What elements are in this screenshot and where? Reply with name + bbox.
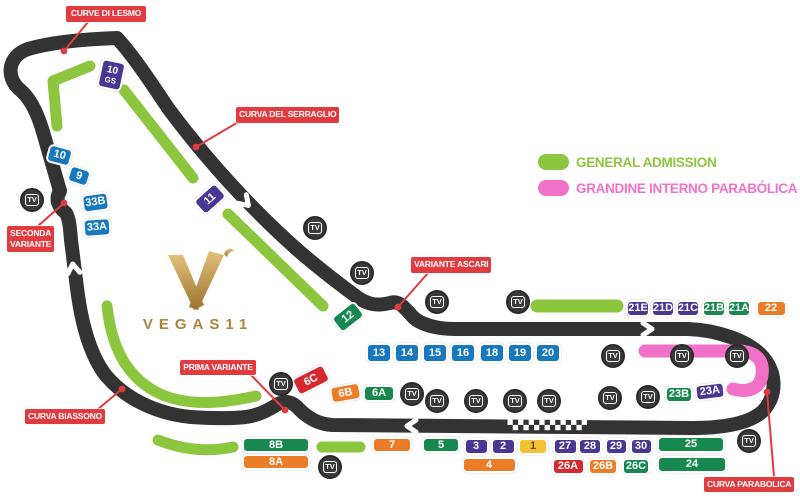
section-26b[interactable]: 26B bbox=[588, 457, 618, 475]
section-24[interactable]: 24 bbox=[657, 455, 727, 473]
tv-camera-icon: TV bbox=[601, 344, 625, 368]
tv-camera-icon: TV bbox=[725, 344, 749, 368]
section-6a[interactable]: 6A bbox=[363, 384, 395, 402]
ga-band-bottom-left bbox=[152, 434, 239, 456]
section-19[interactable]: 19 bbox=[507, 343, 533, 363]
tv-camera-icon: TV bbox=[598, 386, 622, 410]
ga-band-lesmo bbox=[47, 60, 96, 132]
section-22[interactable]: 22 bbox=[755, 299, 787, 317]
variante-ascari-label: VARIANTE ASCARI bbox=[411, 257, 492, 273]
tv-camera-icon: TV bbox=[503, 389, 527, 413]
tv-camera-icon: TV bbox=[506, 290, 530, 314]
section-21c[interactable]: 21C bbox=[676, 299, 700, 317]
section-28[interactable]: 28 bbox=[578, 437, 602, 455]
tv-camera-icon: TV bbox=[636, 385, 660, 409]
general-admission-bands bbox=[47, 60, 624, 456]
tv-camera-icon: TV bbox=[303, 216, 327, 240]
tv-camera-icon: TV bbox=[350, 261, 374, 285]
section-16[interactable]: 16 bbox=[450, 343, 476, 363]
section-3[interactable]: 3 bbox=[463, 437, 489, 455]
direction-arrow bbox=[404, 417, 419, 435]
legend-item-1: GRANDINE INTERNO PARABÓLICA bbox=[538, 175, 797, 201]
direction-arrow bbox=[235, 192, 251, 208]
tv-camera-icon: TV bbox=[20, 188, 44, 212]
direction-arrows bbox=[65, 192, 655, 435]
section-27[interactable]: 27 bbox=[552, 437, 578, 455]
legend: GENERAL ADMISSION GRANDINE INTERNO PARABÓ… bbox=[538, 149, 797, 201]
curve-di-lesmo-label: CURVE DI LESMO bbox=[66, 6, 146, 22]
section-14[interactable]: 14 bbox=[394, 343, 420, 363]
tv-camera-icon: TV bbox=[537, 389, 561, 413]
section-21e[interactable]: 21E bbox=[626, 299, 650, 317]
legend-label: GRANDINE INTERNO PARABÓLICA bbox=[576, 180, 798, 196]
start-finish-line bbox=[507, 419, 587, 431]
section-8a[interactable]: 8A bbox=[242, 454, 310, 470]
section-15[interactable]: 15 bbox=[422, 343, 448, 363]
corner-label-leaders bbox=[37, 21, 775, 478]
curva-biassono-label: CURVA BIASSONO bbox=[25, 409, 106, 424]
tv-camera-icon: TV bbox=[425, 290, 449, 314]
curva-parabolica-label: CURVA PARABOLICA bbox=[704, 477, 795, 492]
legend-swatch bbox=[538, 180, 569, 196]
legend-swatch bbox=[538, 154, 569, 170]
section-25[interactable]: 25 bbox=[657, 435, 725, 453]
section-21b[interactable]: 21B bbox=[702, 299, 726, 317]
curva-del-serraglio-label: CURVA DEL SERRAGLIO bbox=[236, 107, 340, 123]
section-4[interactable]: 4 bbox=[461, 457, 517, 473]
section-7[interactable]: 7 bbox=[372, 437, 412, 453]
tv-camera-icon: TV bbox=[737, 429, 761, 453]
ga-band-serraglio-lower bbox=[222, 208, 329, 312]
tv-camera-icon: TV bbox=[400, 382, 424, 406]
section-26a[interactable]: 26A bbox=[551, 457, 585, 475]
ga-band-biassono bbox=[101, 300, 262, 408]
section-18[interactable]: 18 bbox=[479, 343, 505, 363]
section-33b[interactable]: 33B bbox=[80, 190, 110, 214]
prima-variante-label: PRIMA VARIANTE bbox=[180, 360, 256, 375]
tv-camera-icon: TV bbox=[464, 389, 488, 413]
direction-arrow bbox=[65, 261, 83, 277]
section-21d[interactable]: 21D bbox=[651, 299, 675, 317]
tv-camera-icon: TV bbox=[670, 344, 694, 368]
section-21a[interactable]: 21A bbox=[727, 299, 751, 317]
vegas11-logo-icon bbox=[168, 248, 234, 310]
section-8b[interactable]: 8B bbox=[242, 437, 310, 453]
ga-band-serraglio-upper bbox=[118, 84, 199, 184]
section-2[interactable]: 2 bbox=[490, 437, 516, 455]
section-20[interactable]: 20 bbox=[535, 343, 561, 363]
section-29[interactable]: 29 bbox=[604, 437, 628, 455]
tv-camera-icon: TV bbox=[425, 389, 449, 413]
track-outline bbox=[3, 31, 781, 435]
section-13[interactable]: 13 bbox=[366, 343, 392, 363]
direction-arrow bbox=[640, 320, 655, 338]
section-30[interactable]: 30 bbox=[629, 437, 653, 455]
tv-camera-icon: TV bbox=[269, 372, 293, 396]
tv-camera-icon: TV bbox=[318, 455, 342, 479]
section-33a[interactable]: 33A bbox=[82, 216, 112, 238]
legend-label: GENERAL ADMISSION bbox=[576, 154, 717, 170]
vegas11-logo-text: VEGAS11 bbox=[142, 316, 254, 333]
section-23b[interactable]: 23B bbox=[665, 385, 693, 403]
section-26c[interactable]: 26C bbox=[622, 457, 650, 475]
section-23a[interactable]: 23A bbox=[694, 380, 726, 402]
section-5[interactable]: 5 bbox=[422, 437, 460, 453]
section-1[interactable]: 1 bbox=[518, 437, 548, 455]
legend-item-0: GENERAL ADMISSION bbox=[538, 149, 797, 175]
